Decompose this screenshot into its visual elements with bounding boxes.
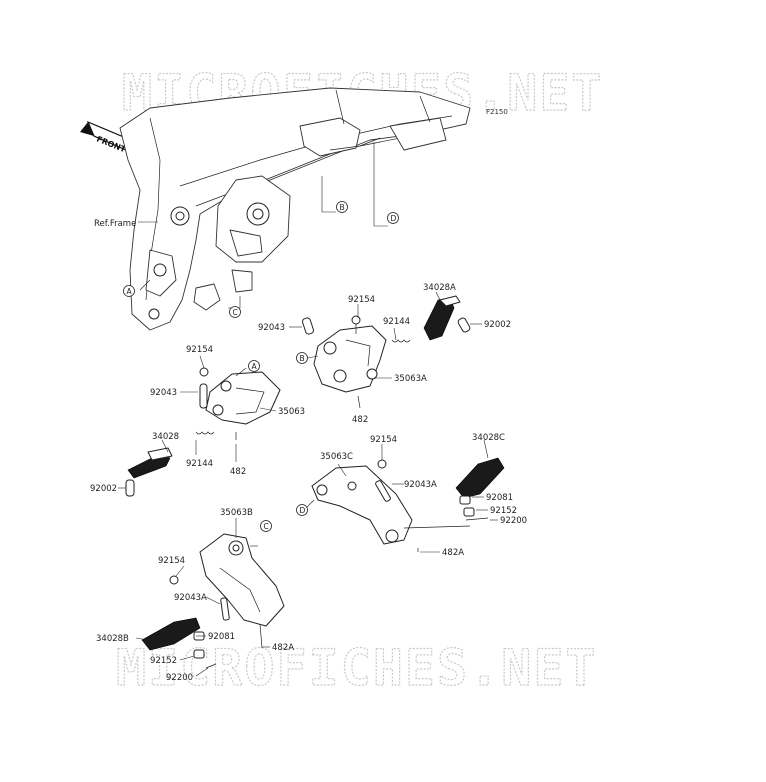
part-label-92154-d: 92154: [158, 556, 185, 566]
svg-text:A: A: [252, 362, 258, 371]
part-label-92043a-b: 92043A: [174, 593, 207, 603]
part-label-482-a: 482: [352, 415, 368, 425]
callout-b-frame: B: [336, 201, 348, 213]
svg-text:D: D: [391, 214, 397, 223]
part-label-35063a: 35063A: [394, 374, 427, 384]
part-label-482a-b: 482A: [272, 643, 294, 653]
callout-a-bracket: A: [248, 360, 260, 372]
callout-c-frame: C: [229, 306, 241, 318]
part-label-92043a-a: 92043A: [404, 480, 437, 490]
part-label-92200-b: 92200: [166, 673, 193, 683]
callout-d-frame: D: [387, 212, 399, 224]
svg-text:C: C: [233, 308, 238, 317]
svg-text:A: A: [127, 287, 133, 296]
part-label-92043-a: 92043: [258, 323, 285, 333]
part-label-482a-a: 482A: [442, 548, 464, 558]
callout-d-bracket: D: [296, 504, 308, 516]
part-label-92152-a: 92152: [490, 506, 517, 516]
part-label-92154-c: 92154: [370, 435, 397, 445]
svg-text:B: B: [340, 203, 345, 212]
svg-text:D: D: [300, 506, 306, 515]
part-label-92200-a: 92200: [500, 516, 527, 526]
bracket-35063-assembly: [125, 367, 281, 497]
part-label-92081-b: 92081: [208, 632, 235, 642]
part-label-92144-b: 92144: [186, 459, 213, 469]
part-label-92002-b: 92002: [90, 484, 117, 494]
callout-b-bracket: B: [296, 352, 308, 364]
callout-c-bracket: C: [260, 520, 272, 532]
part-label-34028a: 34028A: [423, 283, 456, 293]
part-label-92081-a: 92081: [486, 493, 513, 503]
frame-assembly: [119, 87, 471, 331]
part-label-92144-a: 92144: [383, 317, 410, 327]
figure-code: F2150: [486, 108, 508, 116]
svg-text:C: C: [264, 522, 269, 531]
part-label-35063: 35063: [278, 407, 305, 417]
part-label-35063c: 35063C: [320, 452, 353, 462]
part-label-34028c: 34028C: [472, 433, 505, 443]
part-label-482-b: 482: [230, 467, 246, 477]
ref-frame-label: Ref.Frame: [94, 219, 136, 229]
bracket-35063A-assembly: [302, 295, 471, 409]
part-label-92152-b: 92152: [150, 656, 177, 666]
part-label-35063b: 35063B: [220, 508, 253, 518]
watermark-bottom: MICROFICHES.NET: [116, 639, 598, 697]
svg-text:B: B: [300, 354, 305, 363]
front-arrow-icon: FRONT: [80, 120, 127, 155]
part-label-34028b: 34028B: [96, 634, 129, 644]
part-label-92002-a: 92002: [484, 320, 511, 330]
bracket-35063C-assembly: [311, 457, 505, 552]
callout-a-frame: A: [123, 285, 135, 297]
part-label-34028: 34028: [152, 432, 179, 442]
part-label-92154-b: 92154: [186, 345, 213, 355]
part-label-92154-a: 92154: [348, 295, 375, 305]
part-label-92043-b: 92043: [150, 388, 177, 398]
bracket-35063B-assembly: [141, 533, 285, 669]
